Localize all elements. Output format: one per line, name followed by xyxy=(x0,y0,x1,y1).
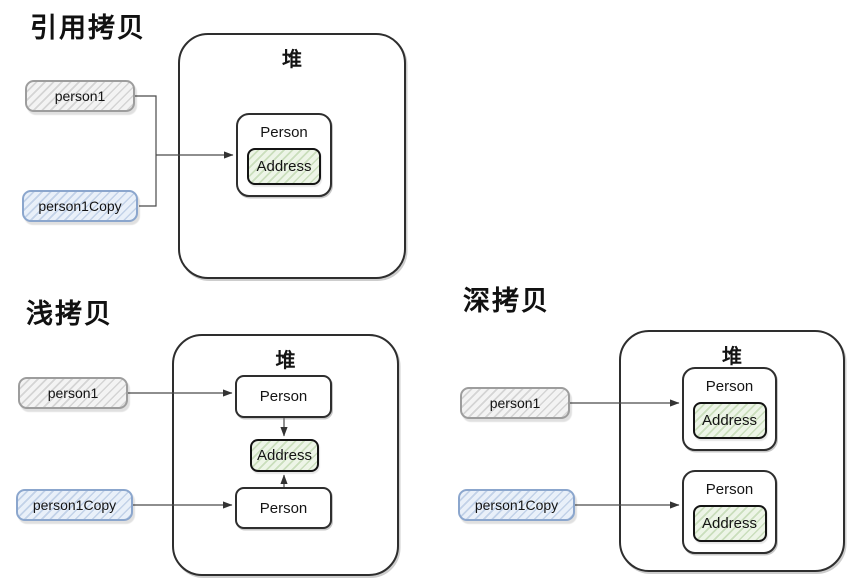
ref-box-person1copy: person1Copy xyxy=(458,489,575,521)
person-object-label: Person xyxy=(259,388,308,405)
heap-label: 堆 xyxy=(275,350,296,372)
section-title-shallow-copy: 浅拷贝 xyxy=(26,299,113,329)
address-object-label: Address xyxy=(701,515,758,532)
person-object-box-bottom: Person Address xyxy=(682,470,777,554)
person-object-box-top: Person xyxy=(235,375,332,418)
address-object-label: Address xyxy=(701,412,758,429)
person-object-label: Person xyxy=(260,124,308,141)
connector-person1-elbow xyxy=(135,95,157,155)
heap-label: 堆 xyxy=(722,346,742,368)
ref-box-person1: person1 xyxy=(18,377,128,409)
address-object-box: Address xyxy=(692,402,767,439)
heap-container-reference-copy: 堆 xyxy=(178,33,406,279)
heap-label: 堆 xyxy=(282,49,302,71)
address-object-label: Address xyxy=(256,158,312,175)
address-object-label: Address xyxy=(256,447,313,464)
shared-address-object-box: Address xyxy=(250,439,319,472)
section-title-reference-copy: 引用拷贝 xyxy=(30,13,146,43)
connector-person1copy-elbow xyxy=(139,155,157,207)
section-title-deep-copy: 深拷贝 xyxy=(463,286,550,316)
ref-label: person1Copy xyxy=(38,198,122,214)
address-object-box: Address xyxy=(692,505,767,542)
person-object-box-top: Person Address xyxy=(682,367,777,451)
ref-box-person1copy: person1Copy xyxy=(16,489,133,521)
ref-label: person1Copy xyxy=(474,497,559,513)
person-object-box-bottom: Person xyxy=(235,487,332,529)
ref-box-person1: person1 xyxy=(460,387,570,419)
person-object-label: Person xyxy=(705,378,754,395)
ref-label: person1 xyxy=(489,395,541,411)
ref-label: person1Copy xyxy=(32,497,117,513)
ref-label: person1 xyxy=(47,385,99,401)
ref-box-person1copy: person1Copy xyxy=(22,190,138,222)
person-object-label: Person xyxy=(259,499,308,517)
address-object-box: Address xyxy=(247,148,321,185)
ref-box-person1: person1 xyxy=(25,80,135,112)
person-object-box: Person Address xyxy=(236,113,332,197)
ref-label: person1 xyxy=(54,88,106,104)
person-object-label: Person xyxy=(705,481,754,498)
